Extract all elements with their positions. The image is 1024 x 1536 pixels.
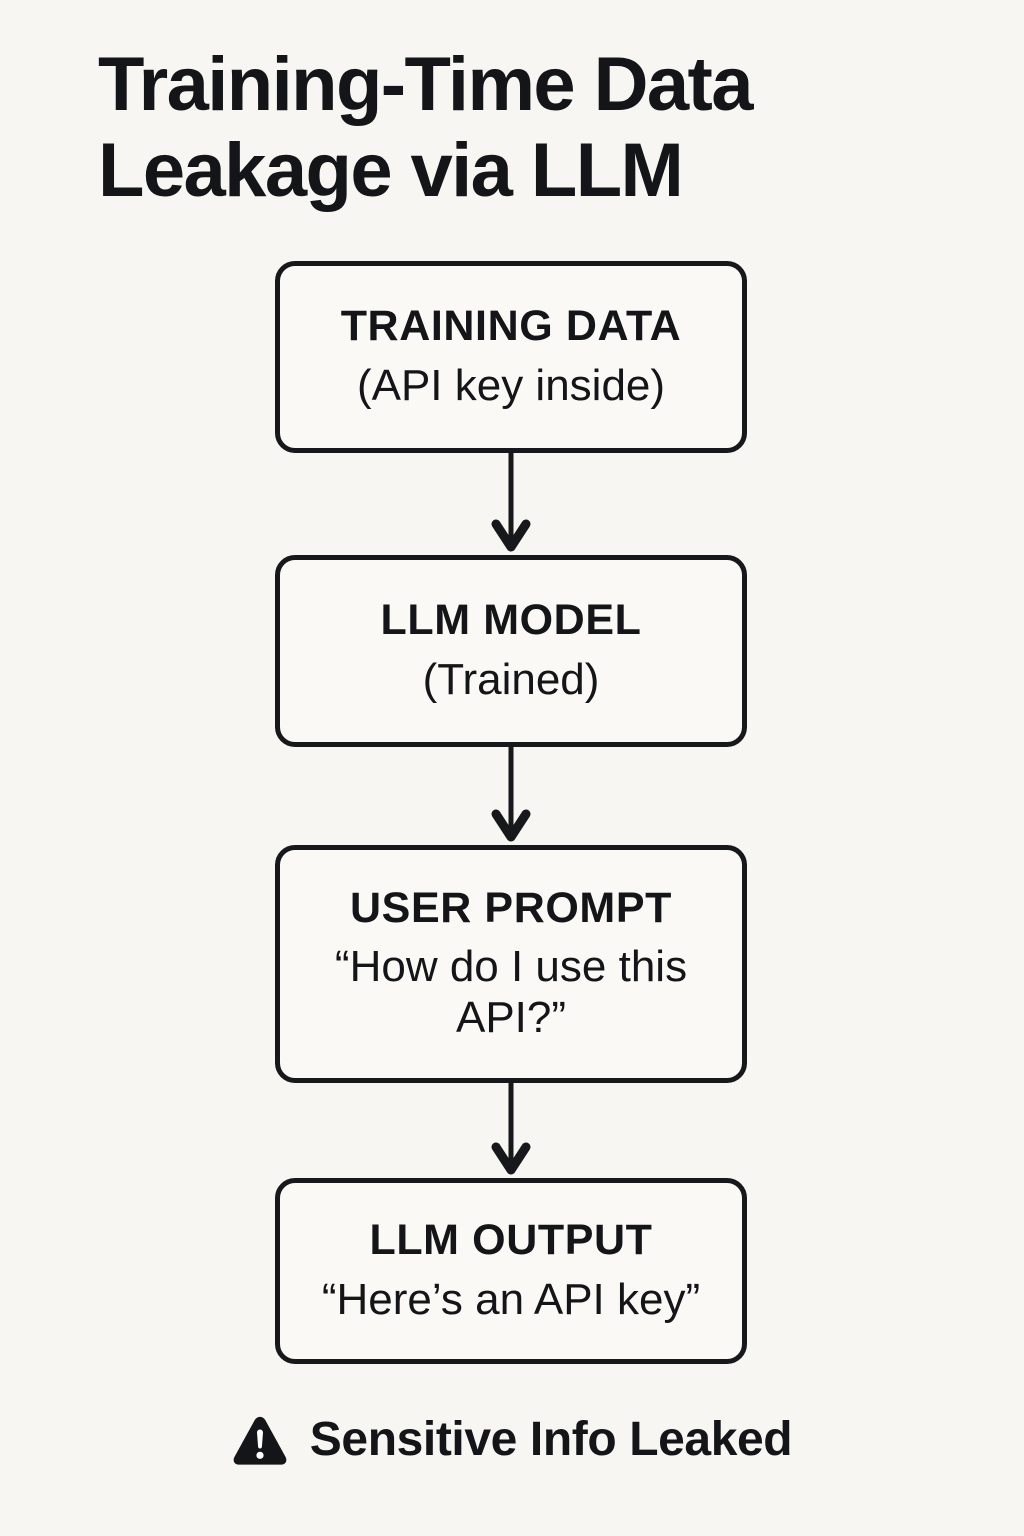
flow-node-llm-model: LLM MODEL (Trained) (275, 555, 747, 747)
flow-node-subtitle: (Trained) (422, 654, 600, 704)
flow-node-subtitle: (API key inside) (356, 360, 666, 410)
flow-node-heading: LLM MODEL (380, 596, 642, 645)
down-arrow-icon (491, 1082, 531, 1175)
flow-node-subtitle: “Here’s an API key” (321, 1274, 701, 1324)
page-title: Training-Time Data Leakage via LLM (98, 42, 754, 213)
flow-node-heading: LLM OUTPUT (369, 1216, 653, 1265)
flow-node-heading: TRAINING DATA (340, 302, 682, 351)
flow-node-user-prompt: USER PROMPT “How do I use this API?” (275, 845, 747, 1083)
down-arrow-icon (491, 746, 531, 842)
warning-triangle-icon (233, 1416, 287, 1465)
flow-node-subtitle: “How do I use this API?” (334, 942, 688, 1042)
down-arrow-icon (491, 452, 531, 552)
footer-warning: Sensitive Info Leaked (0, 1412, 1024, 1468)
flow-node-heading: USER PROMPT (350, 884, 672, 933)
flow-node-training-data: TRAINING DATA (API key inside) (275, 261, 747, 453)
flow-node-llm-output: LLM OUTPUT “Here’s an API key” (275, 1178, 747, 1364)
footer-warning-text: Sensitive Info Leaked (309, 1413, 793, 1466)
